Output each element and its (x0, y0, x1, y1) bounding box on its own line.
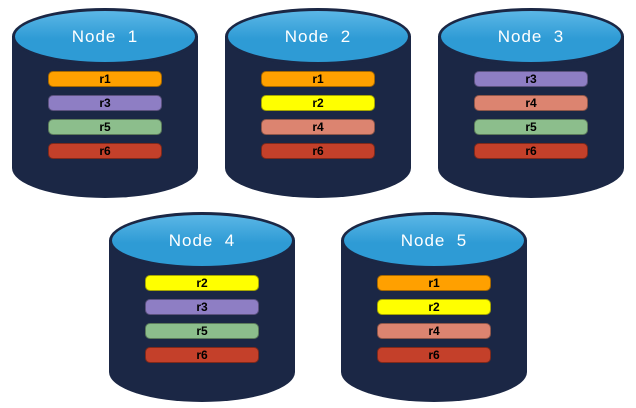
cylinder-top-ellipse: Node 4 (109, 212, 295, 269)
replica-bar-list: r3 r4 r5 r6 (438, 71, 624, 159)
replica-bar-label: r4 (312, 120, 324, 134)
replica-bar-label: r5 (99, 120, 111, 134)
replica-bar: r3 (474, 71, 588, 87)
replica-bar-list: r2 r3 r5 r6 (109, 275, 295, 363)
replica-bar: r6 (377, 347, 491, 363)
replica-bar: r2 (377, 299, 491, 315)
cylinder-top-ellipse: Node 2 (225, 8, 411, 65)
replica-bar-label: r3 (196, 300, 208, 314)
database-node-cylinder: Node 1 r1 r3 r5 r6 (12, 8, 198, 198)
replica-bar-label: r2 (312, 96, 324, 110)
replica-bar: r5 (474, 119, 588, 135)
node-title: Node 3 (497, 26, 565, 46)
replica-bar-label: r6 (196, 348, 208, 362)
cylinder-top-ellipse: Node 5 (341, 212, 527, 269)
replica-bar-label: r4 (525, 96, 537, 110)
replica-bar-label: r4 (428, 324, 440, 338)
replica-bar-label: r2 (428, 300, 440, 314)
replica-bar: r6 (474, 143, 588, 159)
replica-bar-list: r1 r2 r4 r6 (341, 275, 527, 363)
node-row: Node 1 r1 r3 r5 r6 Node 2 r1 r2 r4 r6 Node 3 r3 r4 r5… (0, 8, 636, 198)
node-row: Node 4 r2 r3 r5 r6 Node 5 r1 r2 r4 r6 (0, 212, 636, 402)
replica-bar-label: r1 (312, 72, 324, 86)
replica-bar: r5 (145, 323, 259, 339)
node-title: Node 2 (284, 26, 352, 46)
replica-bar: r2 (145, 275, 259, 291)
replica-bar-label: r6 (525, 144, 537, 158)
database-node-cylinder: Node 3 r3 r4 r5 r6 (438, 8, 624, 198)
replica-bar-label: r3 (525, 72, 537, 86)
replica-bar-label: r3 (99, 96, 111, 110)
database-node-cylinder: Node 4 r2 r3 r5 r6 (109, 212, 295, 402)
replica-bar: r4 (377, 323, 491, 339)
replica-bar: r3 (48, 95, 162, 111)
replica-bar: r1 (261, 71, 375, 87)
replica-bar: r4 (261, 119, 375, 135)
replica-bar: r6 (261, 143, 375, 159)
replica-bar: r1 (377, 275, 491, 291)
cylinder-top-ellipse: Node 1 (12, 8, 198, 65)
node-title: Node 1 (71, 26, 139, 46)
replica-bar: r4 (474, 95, 588, 111)
replica-bar: r5 (48, 119, 162, 135)
replica-bar-label: r5 (525, 120, 537, 134)
replica-bar-list: r1 r3 r5 r6 (12, 71, 198, 159)
replica-bar-label: r5 (196, 324, 208, 338)
replica-bar-label: r6 (428, 348, 440, 362)
replica-bar: r1 (48, 71, 162, 87)
replica-bar-label: r6 (99, 144, 111, 158)
replica-bar: r6 (48, 143, 162, 159)
database-node-cylinder: Node 5 r1 r2 r4 r6 (341, 212, 527, 402)
replica-bar-label: r6 (312, 144, 324, 158)
replica-bar: r6 (145, 347, 259, 363)
replica-bar-label: r2 (196, 276, 208, 290)
replica-bar-label: r1 (99, 72, 111, 86)
replica-bar-label: r1 (428, 276, 440, 290)
replica-bar-list: r1 r2 r4 r6 (225, 71, 411, 159)
node-title: Node 4 (168, 230, 236, 250)
node-title: Node 5 (400, 230, 468, 250)
cylinder-top-ellipse: Node 3 (438, 8, 624, 65)
replica-bar: r3 (145, 299, 259, 315)
database-node-cylinder: Node 2 r1 r2 r4 r6 (225, 8, 411, 198)
replica-bar: r2 (261, 95, 375, 111)
